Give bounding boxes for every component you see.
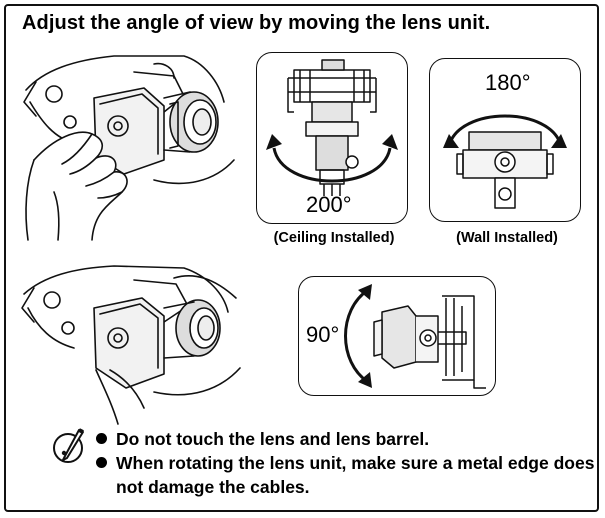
page-title: Adjust the angle of view by moving the l… <box>22 12 491 34</box>
wall-rotation-diagram <box>443 114 567 209</box>
tilt-rotation-diagram <box>344 284 486 389</box>
tilt-angle-label: 90° <box>306 322 340 347</box>
hand-rotating-lens-illustration <box>23 55 235 241</box>
note-item: When rotating the lens unit, make sure a… <box>96 451 596 499</box>
hand-tilting-lens-illustration <box>21 265 241 425</box>
pencil-note-icon <box>53 428 84 463</box>
ceiling-caption: (Ceiling Installed) <box>273 230 395 246</box>
bullet-dot <box>96 457 107 468</box>
notes-list: Do not touch the lens and lens barrel. W… <box>96 427 596 499</box>
note-text: When rotating the lens unit, make sure a… <box>116 453 595 497</box>
note-item: Do not touch the lens and lens barrel. <box>96 427 596 451</box>
ceiling-angle-label: 200° <box>306 192 352 217</box>
ceiling-rotation-diagram <box>266 59 398 196</box>
bullet-dot <box>96 433 107 444</box>
note-text: Do not touch the lens and lens barrel. <box>116 429 430 449</box>
wall-caption: (Wall Installed) <box>456 230 558 246</box>
wall-angle-label: 180° <box>485 70 531 95</box>
